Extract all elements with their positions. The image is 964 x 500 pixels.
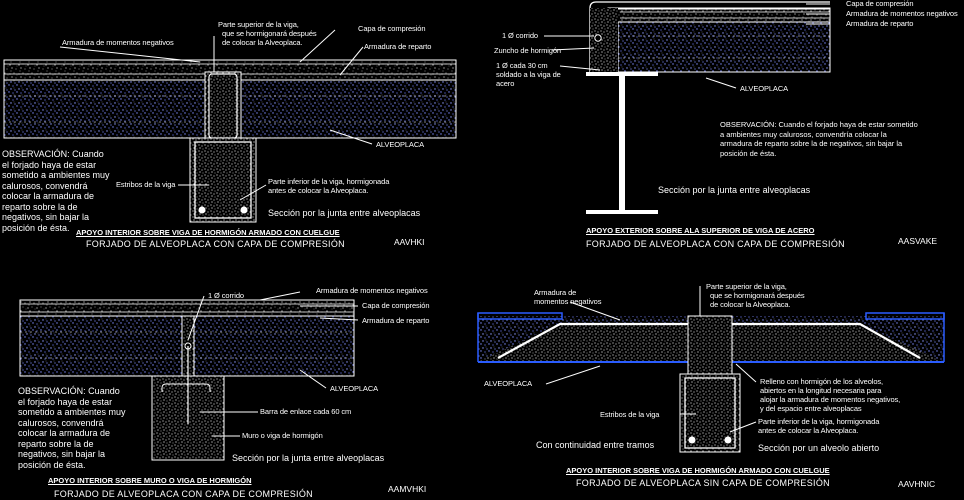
d3-observacion-text: OBSERVACIÓN: Cuando el forjado haya de e… <box>18 386 126 470</box>
detail-2-drawing <box>544 1 831 214</box>
d4-parte-superior-label-1: Parte superior de la viga, <box>706 282 787 291</box>
d2-armadura-negativos-label: Armadura de momentos negativos <box>846 9 958 18</box>
d4-relleno-label-1: Relleno con hormigón de los alveolos, <box>760 377 884 386</box>
d3-subtitle: FORJADO DE ALVEOPLACA CON CAPA DE COMPRE… <box>54 489 313 499</box>
d1-estribos-label: Estribos de la viga <box>116 180 176 189</box>
d1-capa-label: Capa de compresión <box>358 24 426 33</box>
d2-title: APOYO EXTERIOR SOBRE ALA SUPERIOR DE VIG… <box>586 226 815 235</box>
d1-reparto-label: Armadura de reparto <box>364 42 432 51</box>
d2-subtitle: FORJADO DE ALVEOPLACA CON CAPA DE COMPRE… <box>586 239 845 249</box>
d4-armadura-negativos-label-2: momentos negativos <box>534 297 602 306</box>
d1-parte-inferior-label-2: antes de colocar la Alveoplaca. <box>268 186 369 195</box>
d3-muro-label: Muro o viga de hormigón <box>242 431 323 440</box>
d4-estribos-label: Estribos de la viga <box>600 410 660 419</box>
d3-seccion-label: Sección por la junta entre alveoplacas <box>232 453 385 463</box>
d4-armadura-negativos-label-1: Armadura de <box>534 288 577 297</box>
d2-observacion-text: OBSERVACIÓN: Cuando el forjado haya de e… <box>720 120 918 158</box>
d4-continuidad-label: Con continuidad entre tramos <box>536 440 655 450</box>
d3-corrido-label: 1 Ø corrido <box>208 291 244 300</box>
d3-reparto-label: Armadura de reparto <box>362 316 430 325</box>
d3-title: APOYO INTERIOR SOBRE MURO O VIGA DE HORM… <box>48 476 252 485</box>
detail-4-drawing <box>477 286 945 453</box>
d4-parte-superior-label-2: que se hormigonará después <box>710 291 805 300</box>
d4-relleno-label-3: alojar la armadura de momentos negativos… <box>760 395 901 404</box>
d1-seccion-label: Sección por la junta entre alveoplacas <box>268 208 421 218</box>
d1-subtitle: FORJADO DE ALVEOPLACA CON CAPA DE COMPRE… <box>86 239 345 249</box>
d2-zuncho-label: Zuncho de hormigón <box>494 46 561 55</box>
d1-alveoplaca-label: ALVEOPLACA <box>376 140 425 149</box>
d2-corrido-label: 1 Ø corrido <box>502 31 538 40</box>
detail-1-drawing <box>3 29 457 223</box>
d1-observacion-text: OBSERVACIÓN: Cuando el forjado haya de e… <box>2 149 110 233</box>
d4-seccion-label: Sección por un alveolo abierto <box>758 443 880 453</box>
d1-title: APOYO INTERIOR SOBRE VIGA DE HORMIGÓN AR… <box>76 228 340 237</box>
d3-barra-label: Barra de enlace cada 60 cm <box>260 407 352 416</box>
d4-alveoplaca-label: ALVEOPLACA <box>484 379 533 388</box>
d2-alveoplaca-label: ALVEOPLACA <box>740 84 789 93</box>
detail-3-drawing <box>19 291 359 461</box>
d2-code: AASVAKE <box>898 236 938 246</box>
d2-cada30-label-3: acero <box>496 79 515 88</box>
d1-parte-superior-label-1: Parte superior de la viga, <box>218 20 299 29</box>
d2-cada30-label-1: 1 Ø cada 30 cm <box>496 61 548 70</box>
d1-code: AAVHKI <box>394 237 425 247</box>
d4-title: APOYO INTERIOR SOBRE VIGA DE HORMIGÓN AR… <box>566 466 830 475</box>
d4-parte-inferior-label-1: Parte inferior de la viga, hormigonada <box>758 417 880 426</box>
d4-parte-inferior-label-2: antes de colocar la Alveoplaca. <box>758 426 859 435</box>
d4-relleno-label-4: y del espacio entre alveoplacas <box>760 404 862 413</box>
d4-parte-superior-label-3: de colocar la Alveoplaca. <box>710 300 791 309</box>
d4-subtitle: FORJADO DE ALVEOPLACA SIN CAPA DE COMPRE… <box>576 478 830 488</box>
d4-code: AAVHNIC <box>898 479 936 489</box>
d3-alveoplaca-label: ALVEOPLACA <box>330 384 379 393</box>
d1-parte-superior-label-3: de colocar la Alveoplaca. <box>222 38 303 47</box>
d3-capa-label: Capa de compresión <box>362 301 430 310</box>
d1-armadura-negativos-label: Armadura de momentos negativos <box>62 38 174 47</box>
d3-armadura-negativos-label: Armadura de momentos negativos <box>316 286 428 295</box>
d4-relleno-label-2: abiertos en la longitud necesaria para <box>760 386 882 395</box>
d2-reparto-label: Armadura de reparto <box>846 19 914 28</box>
d3-code: AAMVHKI <box>388 484 427 494</box>
d1-parte-inferior-label-1: Parte inferior de la viga, hormigonada <box>268 177 390 186</box>
d2-seccion-label: Sección por la junta entre alveoplacas <box>658 185 811 195</box>
d2-cada30-label-2: soldado a la viga de <box>496 70 561 79</box>
d2-capa-label: Capa de compresión <box>846 0 914 8</box>
d1-parte-superior-label-2: que se hormigonará después <box>222 29 317 38</box>
